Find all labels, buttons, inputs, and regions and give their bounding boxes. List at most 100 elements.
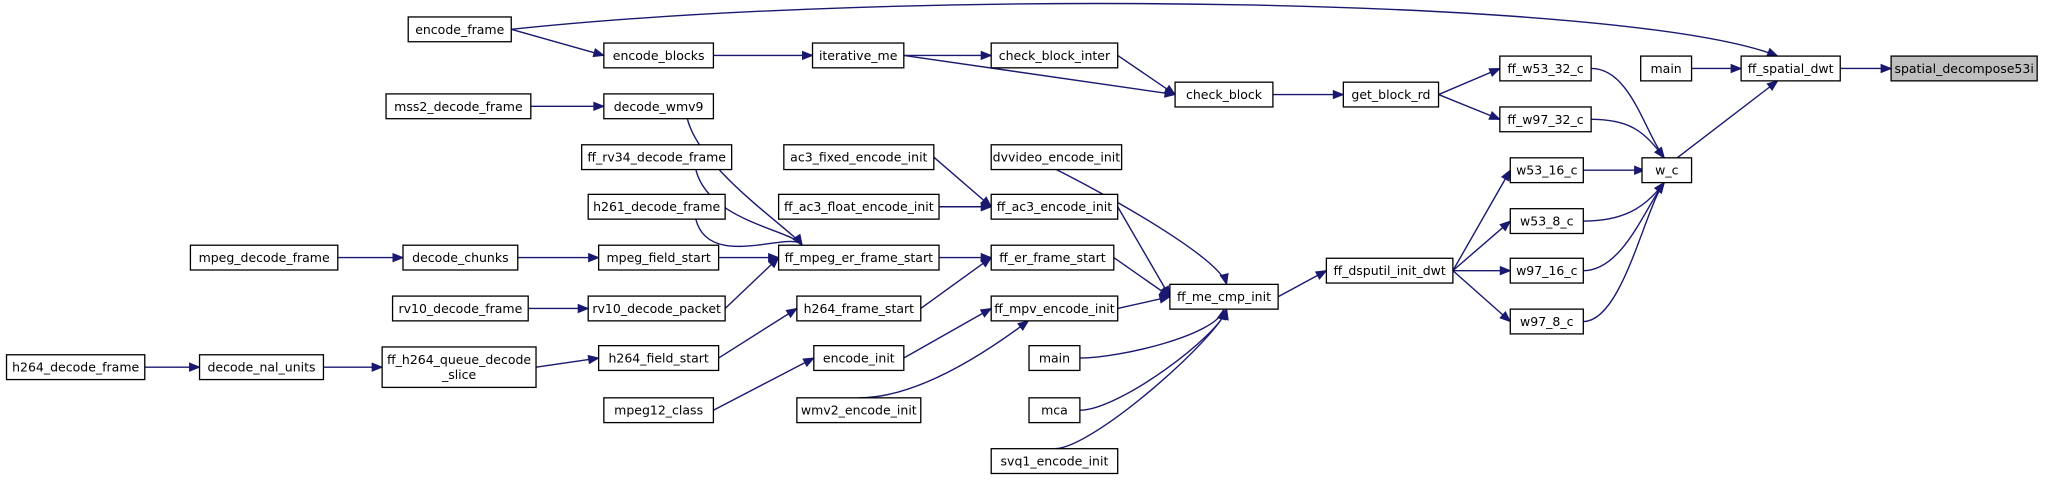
node-svq1-encode-init[interactable]: svq1_encode_init [990,448,1119,475]
edge-dvvideo_encode_init-to-ff_me_cmp_init [1056,168,1228,285]
node-w-c[interactable]: w_c [1641,157,1693,184]
edge-encode_blocks-to-iterative_me-arrowhead [802,50,814,61]
node-ff-w53-32-c[interactable]: ff_w53_32_c [1499,55,1592,82]
edge-encode_init-to-ff_mpv_encode_init [903,307,992,359]
node-h264-field-start[interactable]: h264_field_start [597,345,720,372]
node-encode-frame[interactable]: encode_frame [407,16,512,43]
node-ff-h264-queue-decode-slice[interactable]: ff_h264_queue_decode_slice [381,346,537,389]
edge-ac3_fixed_encode_init-to-ff_ac3_encode_init [933,156,992,208]
node-spatial-decompose53i[interactable]: spatial_decompose53i [1890,55,2038,82]
node-label: _slice [441,367,477,382]
node-label: iterative_me [819,48,898,63]
node-label: ff_dsputil_init_dwt [1333,263,1445,278]
node-rv10-decode-frame[interactable]: rv10_decode_frame [391,295,529,322]
node-ff-er-frame-start[interactable]: ff_er_frame_start [990,244,1115,271]
node-box [1509,308,1584,335]
node-box [990,295,1119,322]
node-label: rv10_decode_packet [592,301,721,316]
edge-rv10_decode_packet-to-ff_mpeg_er_frame_start [724,257,780,309]
node-label: encode_init [823,351,895,366]
node-w53-8-c[interactable]: w53_8_c [1509,208,1584,235]
node-label: mca [1041,403,1068,418]
edge-get_block_rd-to-ff_w53_32_c [1438,67,1501,96]
node-mpeg-decode-frame[interactable]: mpeg_decode_frame [189,244,339,271]
node-box [189,244,339,271]
node-label: w97_8_c [1520,314,1574,329]
node-box [783,144,935,171]
node-decode-wmv9[interactable]: decode_wmv9 [603,93,715,120]
edge-wmv2_encode_init-to-ff_mpv_encode_init-arrowhead [1017,320,1030,331]
edge-h264_field_start-to-h264_frame_start [718,307,798,359]
node-label: wmv2_encode_init [801,403,917,418]
edge-svq1_encode_init-to-ff_me_cmp_init-arrowhead [1219,307,1229,321]
node-dvvideo-encode-init[interactable]: dvvideo_encode_init [990,144,1123,171]
node-h264-decode-frame[interactable]: h264_decode_frame [5,354,146,381]
node-label: decode_chunks [412,250,508,265]
node-box [1641,157,1693,184]
node-ff-mpv-encode-init[interactable]: ff_mpv_encode_init [990,295,1119,322]
node-box [385,93,532,120]
edge-mpeg12_class-to-encode_init [713,357,815,411]
edge-ff_ac3_encode_init-to-ff_me_cmp_init [1117,206,1171,298]
node-label: mpeg_decode_frame [199,250,330,265]
node-label: h264_frame_start [804,301,915,316]
node-box [811,42,905,69]
node-ff-dsputil-init-dwt[interactable]: ff_dsputil_init_dwt [1325,257,1454,284]
edge-ff_mpv_encode_init-to-ff_me_cmp_init-arrowhead [1158,294,1172,304]
node-ff-ac3-float-encode-init[interactable]: ff_ac3_float_encode_init [777,193,940,220]
node-iterative-me[interactable]: iterative_me [811,42,905,69]
node-decode-nal-units[interactable]: decode_nal_units [198,354,325,381]
node-ff-spatial-dwt[interactable]: ff_spatial_dwt [1740,55,1841,82]
node-label: spatial_decompose53i [1894,61,2033,76]
node-label: ac3_fixed_encode_init [790,150,927,165]
node-box [813,345,905,372]
node-box [587,193,726,220]
node-w97-8-c[interactable]: w97_8_c [1509,308,1584,335]
node-label: dvvideo_encode_init [993,150,1121,165]
node-ff-w97-32-c[interactable]: ff_w97_32_c [1499,106,1592,133]
edge-check_block_inter-to-check_block [1117,54,1176,96]
node-box [777,244,940,271]
node-mss2-decode-frame[interactable]: mss2_decode_frame [385,93,532,120]
node-h261-decode-frame[interactable]: h261_decode_frame [587,193,726,220]
edge-decode_chunks-to-mpeg_field_start-arrowhead [588,252,600,263]
edge-encode_frame-to-encode_blocks [511,28,605,57]
node-encode-init[interactable]: encode_init [813,345,905,372]
edge-ff_me_cmp_init-to-ff_dsputil_init_dwt-arrowhead [1314,270,1328,280]
node-main-mid[interactable]: main [1028,345,1081,372]
node-ff-ac3-encode-init[interactable]: ff_ac3_encode_init [990,193,1119,220]
node-w97-16-c[interactable]: w97_16_c [1509,257,1584,284]
node-ff-me-cmp-init[interactable]: ff_me_cmp_init [1169,283,1279,310]
node-get-block-rd[interactable]: get_block_rd [1342,81,1440,108]
node-check-block-inter[interactable]: check_block_inter [990,42,1119,69]
node-mca[interactable]: mca [1028,397,1081,424]
node-label: h264_decode_frame [12,360,139,375]
node-box [603,42,715,69]
edge-h261_decode_frame-to-ff_mpeg_er_frame_start [695,218,803,247]
node-ac3-fixed-encode-init[interactable]: ac3_fixed_encode_init [783,144,935,171]
node-label: w53_8_c [1520,214,1574,229]
node-wmv2-encode-init[interactable]: wmv2_encode_init [796,397,922,424]
node-label: ff_rv34_decode_frame [587,150,726,165]
node-main-top[interactable]: main [1640,55,1693,82]
node-mpeg-field-start[interactable]: mpeg_field_start [597,244,720,271]
edge-h264_decode_frame-to-decode_nal_units-arrowhead [189,362,201,372]
node-encode-blocks[interactable]: encode_blocks [603,42,715,69]
node-box [597,345,720,372]
node-decode-chunks[interactable]: decode_chunks [402,244,519,271]
node-box [407,16,512,43]
node-box [990,144,1123,171]
edge-mca-to-ff_me_cmp_init [1079,308,1228,411]
node-ff-mpeg-er-frame-start[interactable]: ff_mpeg_er_frame_start [777,244,940,271]
edge-ff_dsputil_init_dwt-to-w97_16_c-arrowhead [1499,265,1512,276]
edge-ff_dsputil_init_dwt-to-w53_16_c-arrowhead [1500,169,1511,182]
node-rv10-decode-packet[interactable]: rv10_decode_packet [587,295,726,322]
node-h264-frame-start[interactable]: h264_frame_start [796,295,922,322]
node-ff-rv34-decode-frame[interactable]: ff_rv34_decode_frame [581,144,733,171]
node-w53-16-c[interactable]: w53_16_c [1509,157,1584,184]
edge-ff_ac3_float_encode_init-to-ff_ac3_encode_init-arrowhead [980,202,993,212]
node-label: h261_decode_frame [593,199,720,214]
node-check-block[interactable]: check_block [1174,81,1274,108]
node-box [1028,345,1081,372]
node-mpeg12-class[interactable]: mpeg12_class [603,397,715,424]
